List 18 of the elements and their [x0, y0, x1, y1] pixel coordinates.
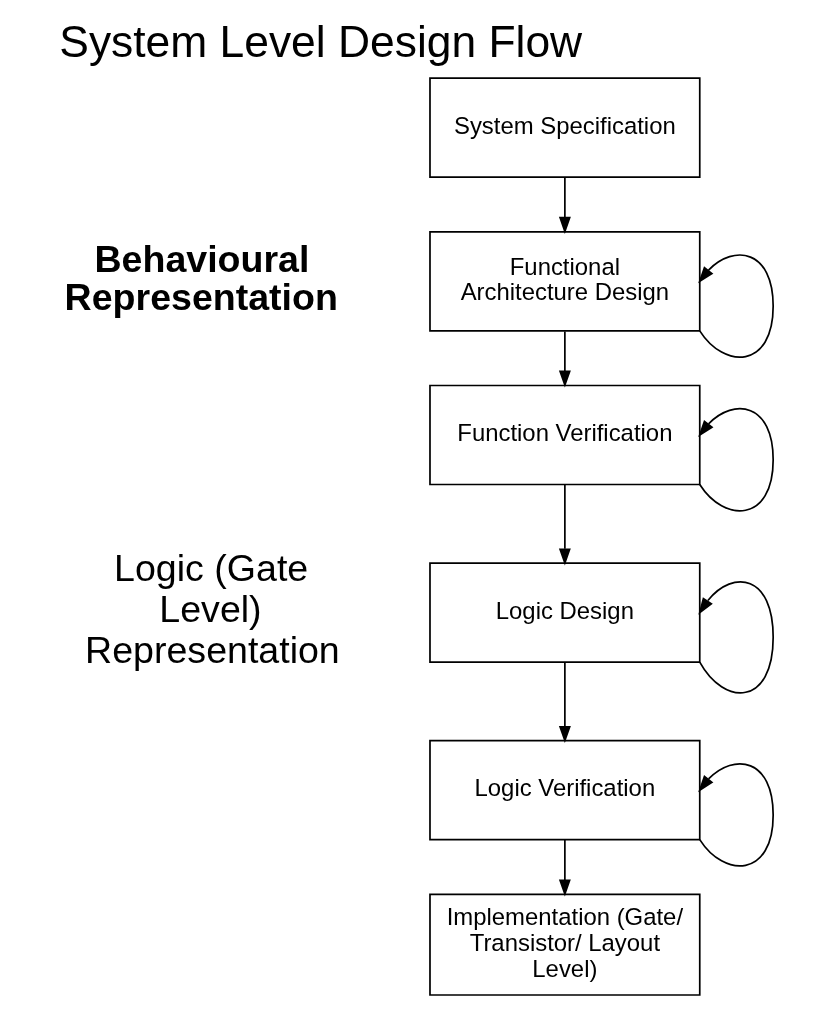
arrow [558, 330, 571, 388]
node-box: Functional Architecture Design [429, 230, 701, 332]
arrow [698, 763, 775, 867]
arrow [698, 408, 775, 512]
label: Behavioural Representation [64, 238, 338, 318]
node-box: Logic Design [429, 562, 701, 663]
diagram-title: System Level Design Flow [59, 17, 583, 67]
arrow [558, 838, 571, 897]
arrow [698, 581, 775, 694]
arrow [558, 176, 571, 234]
arrow [558, 483, 571, 566]
node-box: Implementation (Gate/ Transistor/ Layout Level) [429, 893, 701, 996]
node-box: Function Verification [429, 384, 701, 486]
arrow [558, 661, 571, 744]
node-box: System Specification [429, 77, 701, 179]
label: Logic (Gate Level) Representation [85, 547, 340, 672]
node-box: Logic Verification [429, 739, 701, 841]
arrow [698, 254, 775, 358]
